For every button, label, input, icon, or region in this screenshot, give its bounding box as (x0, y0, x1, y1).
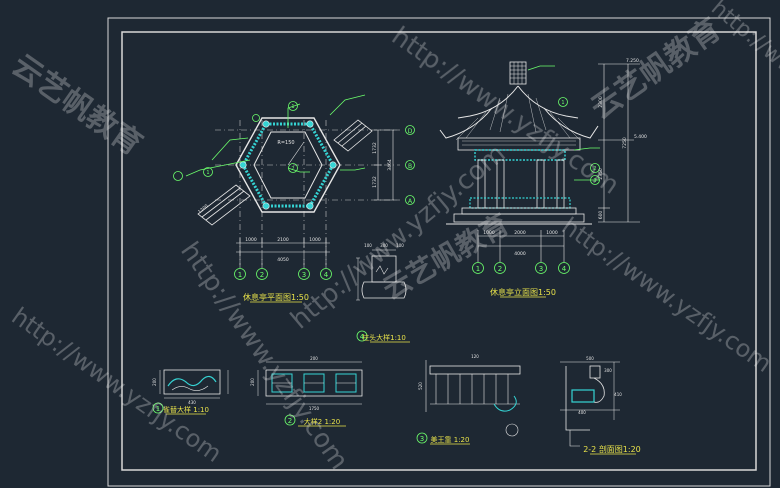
detail-number: 3 (420, 435, 424, 443)
detail-bracket (152, 369, 229, 415)
axis-col-label: 1 (476, 265, 480, 273)
section-2-2 (560, 361, 636, 455)
detail-column-head (356, 249, 410, 343)
dimension-text: 500 (586, 356, 594, 361)
dimension-text: 7250 (622, 137, 628, 149)
section-title: 2-2 剖面图1:20 (583, 444, 641, 454)
axis-col-label: 2 (498, 265, 502, 273)
axis-col-label: 2 (260, 271, 264, 279)
axis-row-label: A (408, 198, 413, 205)
watermark-brand: 云艺帆教育 (5, 48, 148, 163)
detail-title: 柱头大样1:10 (362, 333, 406, 342)
detail-number: 2 (288, 417, 292, 425)
inner-frame (121, 31, 757, 471)
detail-title: 美王靠 1:20 (431, 435, 470, 444)
callout-number: 1 (206, 170, 209, 176)
dimension-text: 4050 (277, 257, 289, 263)
detail-number: 1 (156, 405, 160, 413)
axis-col-label: 4 (324, 271, 329, 279)
dimension-text: 1750 (309, 406, 320, 411)
dimension-text: 200 (250, 378, 255, 386)
elevation-mark: 5.400 (634, 134, 647, 140)
elevation-view (439, 61, 640, 298)
watermark-url: http://www.yzfjy.com (706, 0, 780, 162)
dimension-text: 100 (364, 243, 372, 248)
dimension-text: 410 (614, 392, 622, 397)
dimension-text: 2350 (598, 168, 604, 180)
detail-number: 4 (360, 333, 365, 341)
dimension-text: 430 (188, 400, 196, 405)
watermark-url: http://www.yzfjy.com (557, 212, 777, 378)
dimension-text: 1000 (546, 230, 558, 236)
watermark-url: http://www.yzfjy.com (386, 21, 625, 201)
dimension-text: 2300 (598, 96, 604, 108)
dimension-text: 200 (310, 356, 318, 361)
detail-seat-back (416, 360, 521, 445)
dimension-text: 1000 (309, 237, 321, 243)
callout-number: 1 (561, 100, 564, 106)
dimension-text: 300 (380, 243, 388, 248)
dimension-text: 2100 (277, 237, 289, 243)
plan-title: 休息亭平面图1:50 (243, 292, 309, 302)
dimension-text: 200 (152, 378, 157, 386)
axis-col-label: 1 (238, 271, 242, 279)
axis-col-label: 4 (562, 265, 567, 273)
dimension-text: 3464 (387, 159, 393, 171)
dimension-text: 400 (578, 410, 586, 415)
detail-railing (257, 361, 363, 427)
dimension-text: 1732 (372, 142, 378, 154)
callout-number: 2 (291, 166, 294, 172)
dimension-text: 600 (598, 211, 604, 220)
axis-row-label: B (408, 163, 412, 170)
dimension-text: 100 (396, 243, 404, 248)
outer-frame (107, 17, 771, 487)
dimension-text: 120 (471, 354, 479, 359)
dimension-text: 520 (418, 382, 423, 390)
callout-number: 1 (291, 104, 294, 110)
dimension-text: 1200 (197, 203, 210, 215)
radius-text: R=150 (277, 140, 294, 146)
axis-col-label: 3 (539, 265, 543, 273)
elevation-title: 休息亭立面图1:50 (490, 287, 556, 297)
dimension-text: 300 (604, 368, 612, 373)
axis-col-label: 3 (302, 271, 306, 279)
callout-number: 2 (593, 166, 596, 172)
elevation-mark: 7.250 (626, 58, 639, 64)
detail-title: 大样2 1:20 (304, 417, 340, 426)
dimension-text: 1000 (483, 230, 495, 236)
dimension-text: 4000 (514, 251, 526, 257)
detail-title: 雀替大样 1:10 (163, 405, 209, 414)
dimension-text: 1732 (372, 176, 378, 188)
dimension-text: 2000 (514, 230, 526, 236)
dimension-text: 1000 (245, 237, 257, 243)
axis-row-label: D (408, 128, 413, 135)
callout-number: 3 (593, 178, 596, 184)
plan-view (173, 94, 415, 303)
watermark-brand: 云艺帆教育 (585, 12, 728, 127)
